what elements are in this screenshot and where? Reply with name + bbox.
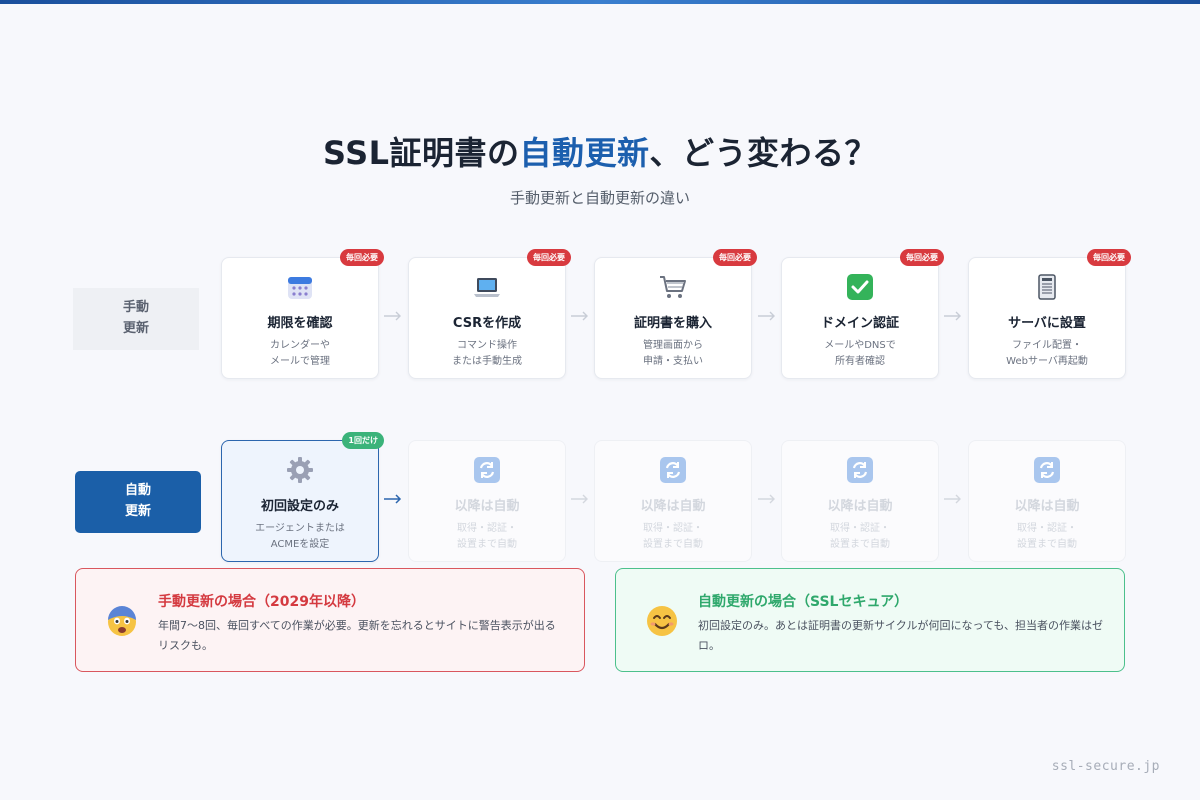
auto-renewal-panel: 自動更新の場合（SSLセキュア） 初回設定のみ。あとは証明書の更新サイクルが何回… (615, 568, 1125, 672)
manual-step-check-deadline: 毎回必要 期限を確認 カレンダーや メールで管理 (221, 249, 384, 379)
step-desc: 取得・認証・ 設置まで自動 (1017, 523, 1077, 550)
arrow-right-icon (943, 310, 963, 322)
manual-row-label: 手動 更新 (73, 288, 199, 350)
arrow-right-icon (570, 493, 590, 505)
every-time-badge: 毎回必要 (340, 249, 384, 266)
step-title: 以降は自動 (1014, 499, 1080, 514)
step-title: CSRを作成 (452, 316, 522, 331)
arrow-right-icon (570, 310, 590, 322)
step-title: サーバに設置 (1008, 316, 1086, 331)
manual-step-create-csr: 毎回必要 CSRを作成 コマンド操作 または手動生成 (408, 249, 571, 379)
page-title: SSL証明書の自動更新、どう変わる？ (0, 128, 1200, 174)
step-title: 以降は自動 (827, 499, 893, 514)
server-icon (1032, 272, 1062, 302)
panel-text: 年間7〜8回、毎回すべての作業が必要。更新を忘れるとサイトに警告表示が出るリスク… (158, 619, 556, 652)
step-title: 証明書を購入 (633, 316, 712, 331)
auto-step-automatic: 以降は自動 取得・認証・ 設置まで自動 (408, 440, 566, 562)
step-desc: ファイル配置・ Webサーバ再起動 (1006, 340, 1088, 367)
once-only-badge: 1回だけ (342, 432, 384, 449)
panel-title: 手動更新の場合（2029年以降） (158, 594, 365, 610)
checkmark-icon (845, 272, 875, 302)
step-title: ドメイン認証 (820, 316, 899, 331)
arrow-right-icon (943, 493, 963, 505)
step-desc: コマンド操作 または手動生成 (452, 340, 522, 367)
manual-step-domain-validation: 毎回必要 ドメイン認証 メールやDNSで 所有者確認 (781, 249, 944, 379)
step-desc: 取得・認証・ 設置まで自動 (643, 523, 703, 550)
every-time-badge: 毎回必要 (900, 249, 944, 266)
title-part1: SSL証明書の (322, 134, 520, 172)
auto-step-automatic: 以降は自動 取得・認証・ 設置まで自動 (781, 440, 939, 562)
every-time-badge: 毎回必要 (527, 249, 571, 266)
auto-step-automatic: 以降は自動 取得・認証・ 設置まで自動 (968, 440, 1126, 562)
arrow-right-icon (383, 310, 403, 322)
step-desc: メールやDNSで 所有者確認 (824, 340, 896, 367)
manual-step-buy-certificate: 毎回必要 証明書を購入 管理画面から 申請・支払い (594, 249, 757, 379)
step-title: 以降は自動 (640, 499, 706, 514)
auto-row-label: 自動 更新 (75, 471, 201, 533)
panel-title: 自動更新の場合（SSLセキュア） (698, 594, 909, 610)
every-time-badge: 毎回必要 (713, 249, 757, 266)
title-part2: 、どう変わる？ (649, 134, 878, 172)
refresh-icon (845, 455, 875, 485)
arrow-right-icon (757, 310, 777, 322)
auto-step-automatic: 以降は自動 取得・認証・ 設置まで自動 (594, 440, 752, 562)
calendar-icon (285, 272, 315, 302)
every-time-badge: 毎回必要 (1087, 249, 1131, 266)
arrow-right-icon (757, 493, 777, 505)
page-subtitle: 手動更新と自動更新の違い (509, 189, 690, 207)
shopping-cart-icon (658, 272, 688, 302)
step-desc: 管理画面から 申請・支払い (643, 340, 703, 367)
step-desc: 取得・認証・ 設置まで自動 (830, 523, 890, 550)
scared-face-icon (104, 603, 140, 639)
step-desc: 取得・認証・ 設置まで自動 (457, 523, 517, 550)
step-title: 初回設定のみ (260, 499, 339, 514)
arrow-right-icon (383, 493, 403, 505)
title-highlight: 自動更新 (519, 134, 650, 172)
footer-site-url: ssl-secure.jp (1051, 759, 1160, 774)
panel-text: 初回設定のみ。あとは証明書の更新サイクルが何回になっても、担当者の作業はゼロ。 (698, 619, 1104, 652)
step-desc: カレンダーや メールで管理 (270, 340, 330, 367)
smiling-face-icon (644, 603, 680, 639)
laptop-icon (472, 272, 502, 302)
step-title: 以降は自動 (454, 499, 520, 514)
refresh-icon (658, 455, 688, 485)
refresh-icon (472, 455, 502, 485)
gear-icon (285, 455, 315, 485)
step-desc: エージェントまたは ACMEを設定 (255, 523, 345, 550)
step-title: 期限を確認 (267, 316, 333, 331)
auto-step-initial-setup: 1回だけ 初回設定のみ エージェントまたは ACMEを設定 (221, 432, 384, 562)
top-accent-bar (0, 0, 1200, 4)
manual-renewal-panel: 手動更新の場合（2029年以降） 年間7〜8回、毎回すべての作業が必要。更新を忘… (75, 568, 585, 672)
refresh-icon (1032, 455, 1062, 485)
manual-step-install-server: 毎回必要 サーバに設置 ファイル配置・ Webサーバ再起動 (968, 249, 1131, 379)
